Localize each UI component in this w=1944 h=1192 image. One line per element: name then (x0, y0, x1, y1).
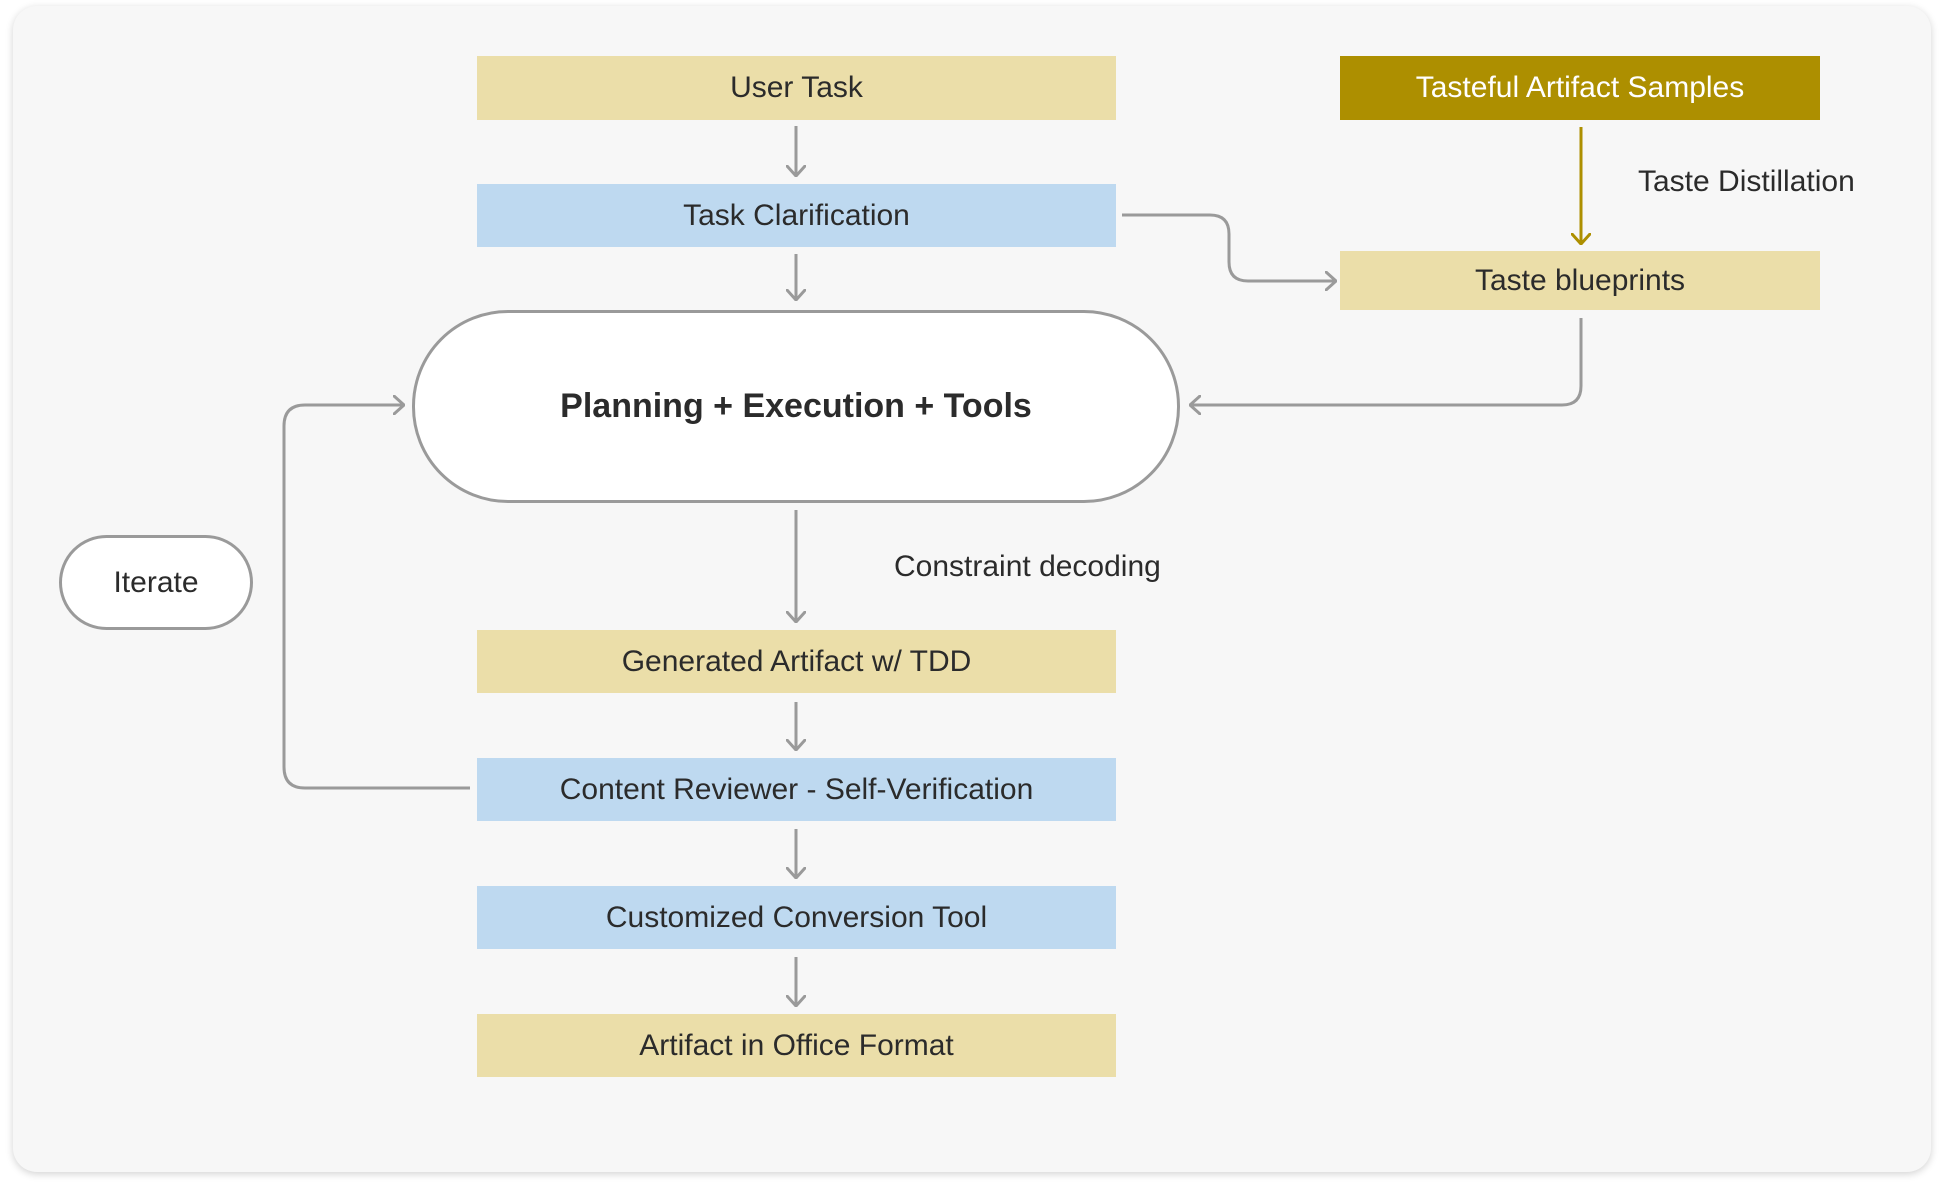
taste-distillation-label: Taste Distillation (1638, 165, 1855, 198)
generated-artifact-node: Generated Artifact w/ TDD (477, 630, 1116, 693)
conversion-tool-node: Customized Conversion Tool (477, 886, 1116, 949)
task-clarification-node: Task Clarification (477, 184, 1116, 247)
arrow-iterate-loop (282, 405, 470, 790)
user-task-node: User Task (477, 56, 1116, 120)
tasteful-samples-node: Tasteful Artifact Samples (1340, 56, 1820, 120)
planning-execution-tools-node: Planning + Execution + Tools (412, 310, 1180, 503)
content-reviewer-node: Content Reviewer - Self-Verification (477, 758, 1116, 821)
iterate-node: Iterate (59, 535, 253, 630)
constraint-decoding-label: Constraint decoding (894, 550, 1161, 583)
arrow-clarification-to-blueprints (1122, 213, 1336, 281)
office-artifact-node: Artifact in Office Format (477, 1014, 1116, 1077)
taste-blueprints-node: Taste blueprints (1340, 251, 1820, 310)
arrow-blueprints-to-planning (1190, 318, 1583, 405)
